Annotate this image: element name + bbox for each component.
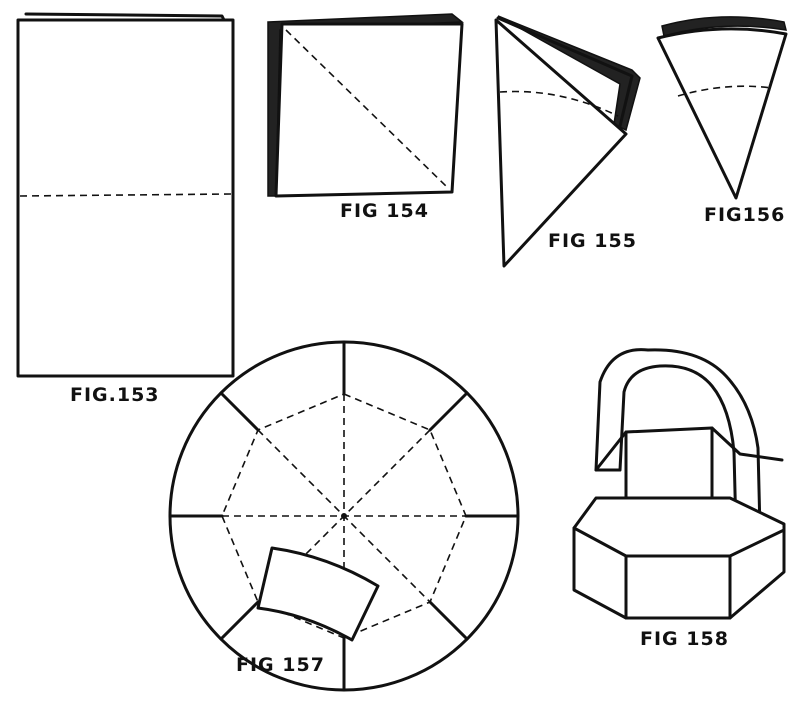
fig154-folded-layers (267, 13, 465, 197)
fig155-triangle (494, 18, 628, 268)
fig158-basket-body (572, 496, 786, 620)
fig156-caption: FIG156 (704, 204, 786, 226)
fig154-sheet (274, 22, 464, 198)
fig153-caption: FIG.153 (70, 384, 160, 406)
fig154-caption: FIG 154 (340, 200, 429, 222)
fig156-wedge (656, 27, 788, 200)
fig156-arc-fold (677, 85, 773, 97)
fig158-caption: FIG 158 (640, 628, 729, 650)
fig153-drawing (16, 12, 235, 378)
fig153-sheet (16, 18, 235, 378)
fig156-drawing (656, 16, 788, 200)
fig155-caption: FIG 155 (548, 230, 637, 252)
fig154-diagonal-fold (285, 29, 449, 189)
fig155-arc-fold (499, 90, 619, 117)
fig155-drawing (494, 15, 641, 268)
fig157-caption: FIG 157 (236, 654, 325, 676)
fig154-drawing (267, 13, 465, 198)
fig155-folded-layers (497, 15, 641, 132)
fig157-drawing (168, 340, 520, 692)
fig157-raised-flap (256, 546, 380, 642)
fig158-handle (594, 348, 762, 534)
fig156-folded-layers (661, 16, 788, 37)
fig158-drawing (572, 348, 786, 620)
